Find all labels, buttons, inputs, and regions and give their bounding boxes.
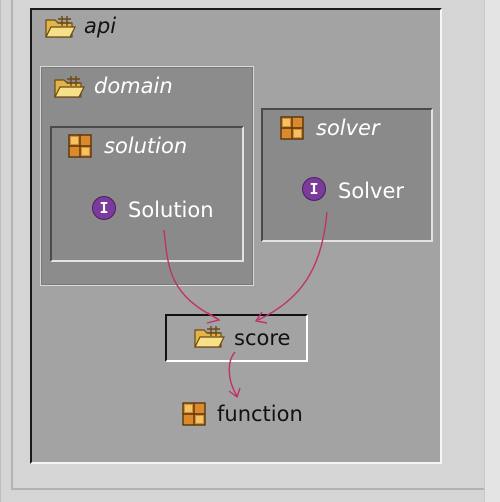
class-solution[interactable]: Solution — [128, 198, 214, 222]
open-folder-icon — [54, 76, 85, 98]
canvas-border-left — [11, 0, 13, 490]
class-solver[interactable]: Solver — [338, 179, 404, 203]
package-solution-title: solution — [104, 134, 188, 158]
interface-icon: I — [92, 196, 116, 220]
open-folder-icon — [45, 16, 76, 38]
package-api-title: api — [84, 14, 117, 38]
interface-icon: I — [302, 177, 326, 201]
package-domain-title: domain — [94, 74, 173, 98]
package-grid-icon — [68, 134, 92, 158]
canvas-border-bottom — [11, 488, 484, 490]
package-score-title: score — [234, 326, 291, 350]
open-folder-icon — [194, 326, 225, 348]
package-solver-title: solver — [316, 116, 380, 140]
package-function[interactable]: function — [217, 402, 303, 426]
right-rail — [484, 0, 500, 502]
package-grid-icon — [280, 116, 304, 140]
package-grid-icon — [182, 402, 206, 426]
